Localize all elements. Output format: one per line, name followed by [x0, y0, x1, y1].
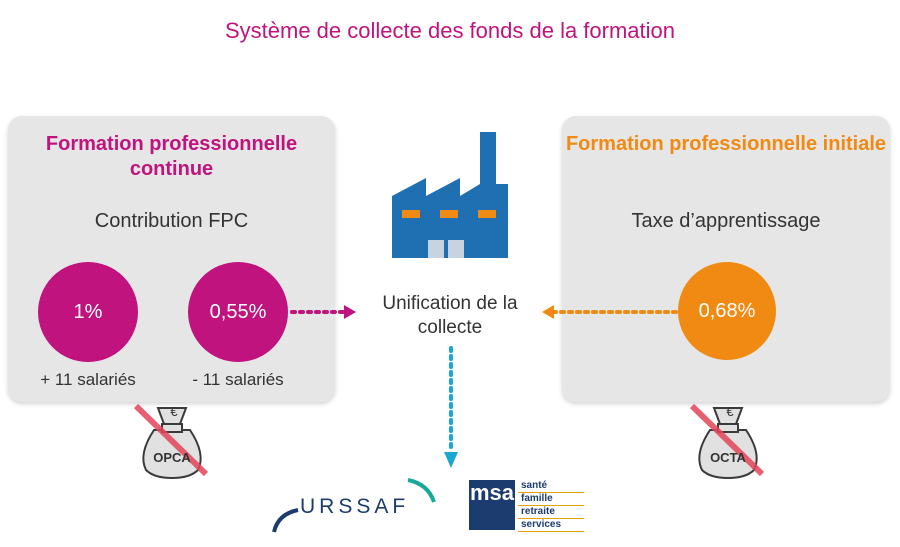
panel-heading-initial: Formation professionnelle initiale	[565, 133, 887, 155]
urssaf-logo-swoosh	[272, 478, 436, 533]
unification-label: Unification de la collecte	[382, 293, 518, 338]
rate-circle-1: 1%	[38, 262, 138, 362]
rate-circle-2: 0,55%	[188, 262, 288, 362]
bag-label-octa: OCTA	[710, 450, 746, 465]
page-title: Système de collecte des fonds de la form…	[224, 18, 676, 43]
euro-symbol: €	[170, 404, 178, 419]
msa-tagline: santé famille retraite services	[518, 480, 584, 532]
money-bag-icon-opca	[133, 403, 209, 480]
euro-symbol: €	[726, 404, 734, 419]
arrow-left-to-center	[290, 305, 356, 319]
panel-heading-continuing: Formation professionnelle continue	[45, 133, 298, 180]
rate-circle-3: 0,68%	[678, 262, 776, 360]
urssaf-logo-text: URSSAF	[300, 495, 410, 518]
rate-caption: - 11 salariés	[192, 370, 284, 389]
rate-value: 0,68%	[698, 299, 756, 322]
rate-value: 1%	[73, 300, 103, 323]
factory-icon	[392, 132, 508, 258]
panel-initial-training: Formation professionnelle initiale Taxe …	[562, 116, 890, 402]
panel-subtitle-fpc: Contribution FPC	[94, 210, 249, 232]
msa-logo: msa	[469, 480, 515, 530]
panel-continuing-training: Formation professionnelle continue Contr…	[8, 116, 335, 402]
money-bag-icon-octa	[689, 403, 765, 480]
arrow-right-to-center	[542, 305, 678, 319]
rate-caption: + 11 salariés	[40, 370, 136, 389]
bag-label-opca: OPCA	[153, 450, 191, 465]
panel-subtitle-apprenticeship: Taxe d’apprentissage	[631, 210, 821, 232]
arrow-down-to-collectors	[444, 346, 458, 468]
rate-value: 0,55%	[209, 300, 267, 323]
